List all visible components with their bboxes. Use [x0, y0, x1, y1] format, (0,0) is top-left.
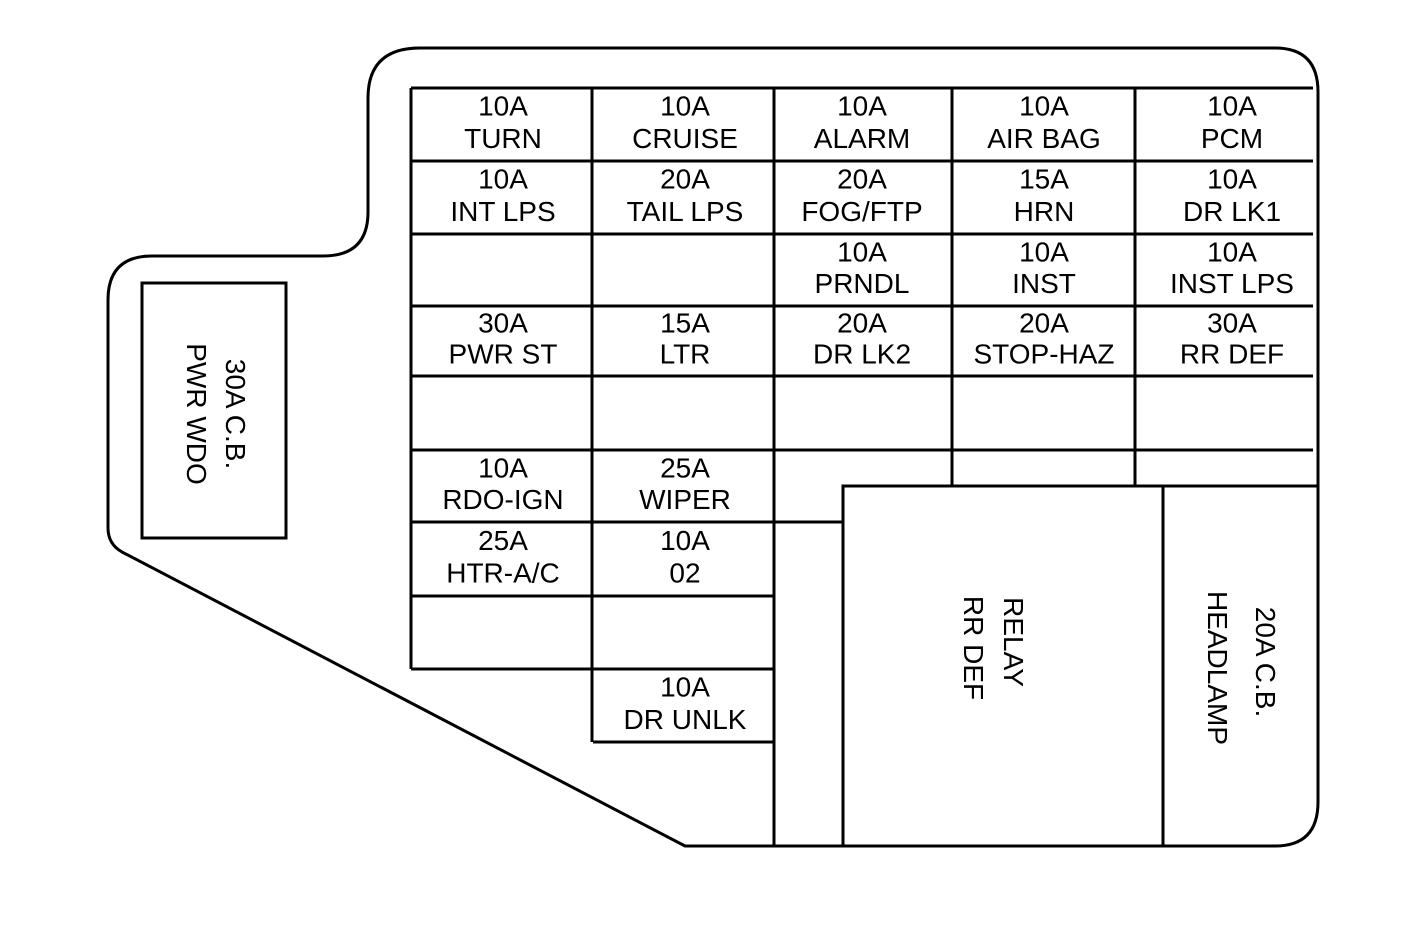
breaker-headlamp-label-line2: HEADLAMP	[1202, 591, 1233, 745]
fuse-rating: 10A	[1207, 236, 1257, 267]
fuse-panel-outline	[106, 46, 1320, 848]
fuse-name: LTR	[660, 338, 711, 369]
fuse-rating: 10A	[837, 236, 887, 267]
fuse-name: INST LPS	[1170, 268, 1294, 299]
fuse-name: 02	[669, 558, 700, 589]
fuse-name: DR LK1	[1183, 196, 1281, 227]
fuse-name: STOP-HAZ	[973, 338, 1114, 369]
fuse-name: TURN	[464, 123, 542, 154]
fuse-grid	[409, 86, 1313, 846]
fuse-rating: 20A	[837, 164, 887, 195]
fuse-name: PCM	[1201, 123, 1263, 154]
fuse-name: INST	[1012, 268, 1076, 299]
fuse-rating: 10A	[478, 91, 528, 122]
relay-rr-def-box	[841, 484, 1165, 848]
fuse-rating: 20A	[1019, 308, 1069, 339]
fuse-name: WIPER	[639, 484, 731, 515]
fuse-rating: 10A	[1207, 91, 1257, 122]
fuse-name: PWR ST	[449, 338, 558, 369]
breaker-headlamp-label-line1: 20A C.B.	[1250, 607, 1281, 718]
relay-rr-def-label-line1: RELAY	[998, 597, 1029, 687]
fuse-name: PRNDL	[815, 268, 910, 299]
fuse-name: DR UNLK	[624, 704, 747, 735]
breaker-pwr-wdo-box	[140, 281, 288, 540]
fuse-rating: 30A	[1207, 308, 1257, 339]
fuse-name: ALARM	[814, 123, 910, 154]
fuse-rating: 10A	[660, 91, 710, 122]
fuse-name: TAIL LPS	[627, 196, 744, 227]
fuse-name: INT LPS	[450, 196, 555, 227]
fuse-rating: 15A	[1019, 164, 1069, 195]
fuse-name: RR DEF	[1180, 338, 1284, 369]
fuse-rating: 10A	[660, 672, 710, 703]
fuse-rating: 15A	[660, 308, 710, 339]
breaker-pwr-wdo-label-line2: PWR WDO	[181, 343, 212, 485]
fuse-name: HRN	[1014, 196, 1075, 227]
breaker-pwr-wdo-label-line1: 30A C.B.	[220, 359, 251, 470]
fuse-rating: 10A	[478, 164, 528, 195]
fuse-rating: 30A	[478, 308, 528, 339]
fuse-rating: 10A	[837, 91, 887, 122]
fuse-name: RDO-IGN	[442, 484, 563, 515]
fuse-name: FOG/FTP	[801, 196, 922, 227]
fuse-name: DR LK2	[813, 338, 911, 369]
fuse-rating: 10A	[478, 452, 528, 483]
fuse-rating: 20A	[837, 308, 887, 339]
fuse-name: CRUISE	[632, 123, 738, 154]
fuse-name: AIR BAG	[987, 123, 1101, 154]
fuse-rating: 25A	[478, 525, 528, 556]
fuse-rating: 20A	[660, 164, 710, 195]
fuse-rating: 25A	[660, 452, 710, 483]
relay-rr-def-label-line2: RR DEF	[958, 596, 989, 700]
fuse-rating: 10A	[1019, 236, 1069, 267]
fuse-rating: 10A	[1019, 91, 1069, 122]
fuse-name: HTR-A/C	[446, 558, 560, 589]
fuse-rating: 10A	[1207, 164, 1257, 195]
fuse-rating: 10A	[660, 525, 710, 556]
